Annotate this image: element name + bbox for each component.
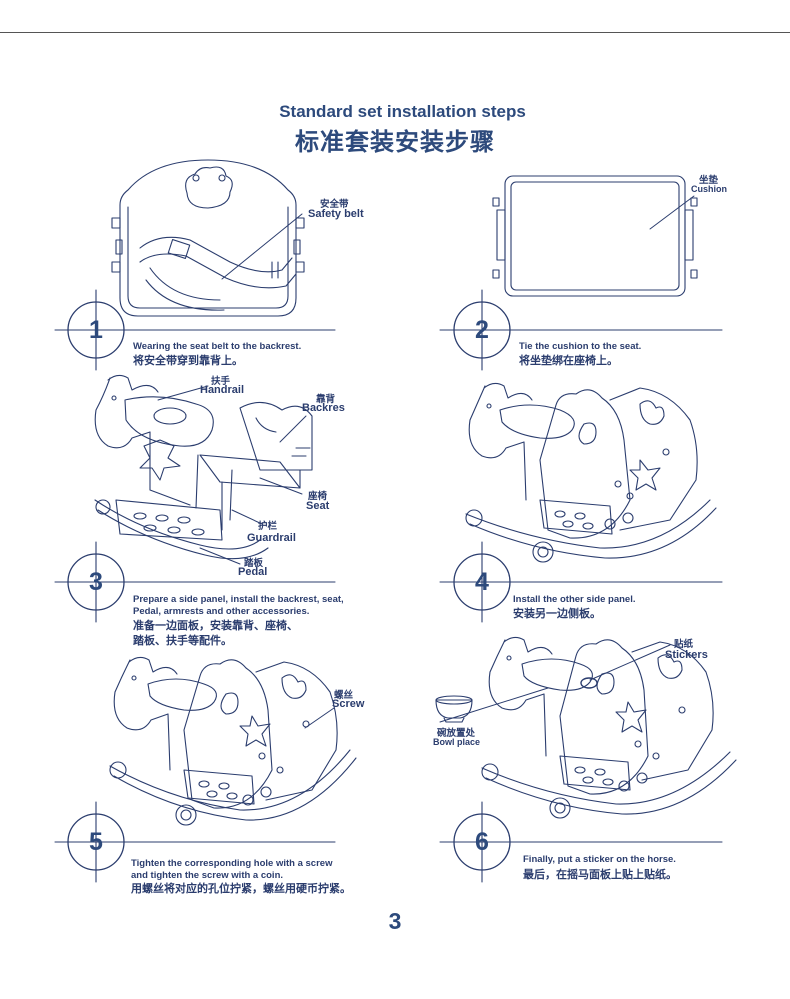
step-2-number: 2 <box>475 316 489 344</box>
safety-belt-label-zh: 安全带 <box>320 199 349 210</box>
step-5-caption-zh: 用螺丝将对应的孔位拧紧，螺丝用硬币拧紧。 <box>131 883 351 895</box>
step-1-number: 1 <box>89 316 103 344</box>
step-1-caption-zh: 将安全带穿到靠背上。 <box>133 355 243 367</box>
pedal-label-zh: 踏板 <box>244 558 264 569</box>
bowl-place-label-en: Bowl place <box>433 737 481 747</box>
top-rule <box>0 32 790 33</box>
guardrail-label-zh: 护栏 <box>258 521 278 532</box>
pedal-label-en: Pedal <box>238 566 268 578</box>
title-chinese: 标准套装安装步骤 <box>295 129 495 156</box>
step-3-number: 3 <box>89 568 103 596</box>
step-3-divider <box>54 541 336 623</box>
step-4-number: 4 <box>475 568 489 596</box>
step-1-divider <box>54 289 336 371</box>
step-5-caption-en-line-2: and tighten the screw with a coin. <box>131 870 284 881</box>
rocking-horse-step-5 <box>109 656 357 826</box>
screw-label-zh: 螺丝 <box>334 690 354 701</box>
title-english: Standard set installation steps <box>279 102 526 121</box>
step-6-divider <box>439 801 723 883</box>
stickers-label-en: Stickers <box>665 649 708 661</box>
page-number: 3 <box>388 908 402 934</box>
rocking-horse-step-6 <box>481 636 737 819</box>
step-6-caption-en: Finally, put a sticker on the horse. <box>523 854 676 865</box>
step-4-divider <box>439 541 723 623</box>
leader-lines <box>157 195 695 729</box>
step-3-caption-en-line-2: Pedal, armrests and other accessories. <box>133 606 310 617</box>
cushion-label-zh: 坐垫 <box>699 175 719 186</box>
cushion-label-en: Cushion <box>691 184 727 194</box>
bowl-place-label-zh: 碗放置处 <box>437 728 476 739</box>
step-3-caption-en-line-1: Prepare a side panel, install the backre… <box>133 594 344 605</box>
screw-label-en: Screw <box>332 698 365 710</box>
step-4-caption-en: Install the other side panel. <box>513 594 636 605</box>
stickers-label-zh: 贴纸 <box>674 639 694 650</box>
step-5-number: 5 <box>89 828 103 856</box>
safety-belt-label-en: Safety belt <box>308 208 364 220</box>
backrest-illustration <box>111 159 305 317</box>
step-2-caption-en: Tie the cushion to the seat. <box>519 341 642 352</box>
step-6-number: 6 <box>475 828 489 856</box>
step-2-divider <box>439 289 723 371</box>
seat-label-zh: 座椅 <box>308 491 328 502</box>
backrest-label-en: Backres <box>302 402 345 414</box>
step-4-caption-zh: 安装另一边侧板。 <box>513 608 601 620</box>
seat-label-en: Seat <box>306 500 330 512</box>
step-2-caption-zh: 将坐垫绑在座椅上。 <box>519 355 618 367</box>
step-6-caption-zh: 最后，在摇马面板上贴上贴纸。 <box>523 869 677 881</box>
handrail-label-en: Handrail <box>200 384 245 396</box>
cushion-illustration <box>492 175 698 297</box>
handrail-label-zh: 扶手 <box>211 376 231 387</box>
backrest-label-zh: 靠背 <box>316 394 336 405</box>
guardrail-label-en: Guardrail <box>247 532 296 544</box>
step-5-divider <box>54 801 336 883</box>
step-3-caption-zh-line-1: 准备一边面板，安装靠背、座椅、 <box>133 620 298 632</box>
step-1-caption-en: Wearing the seat belt to the backrest. <box>133 341 302 352</box>
rocking-horse-step-3 <box>94 374 313 560</box>
step-3-caption-zh-line-2: 踏板、扶手等配件。 <box>133 635 232 647</box>
rocking-horse-step-4 <box>465 382 717 563</box>
step-5-caption-en-line-1: Tighten the corresponding hole with a sc… <box>131 858 333 869</box>
